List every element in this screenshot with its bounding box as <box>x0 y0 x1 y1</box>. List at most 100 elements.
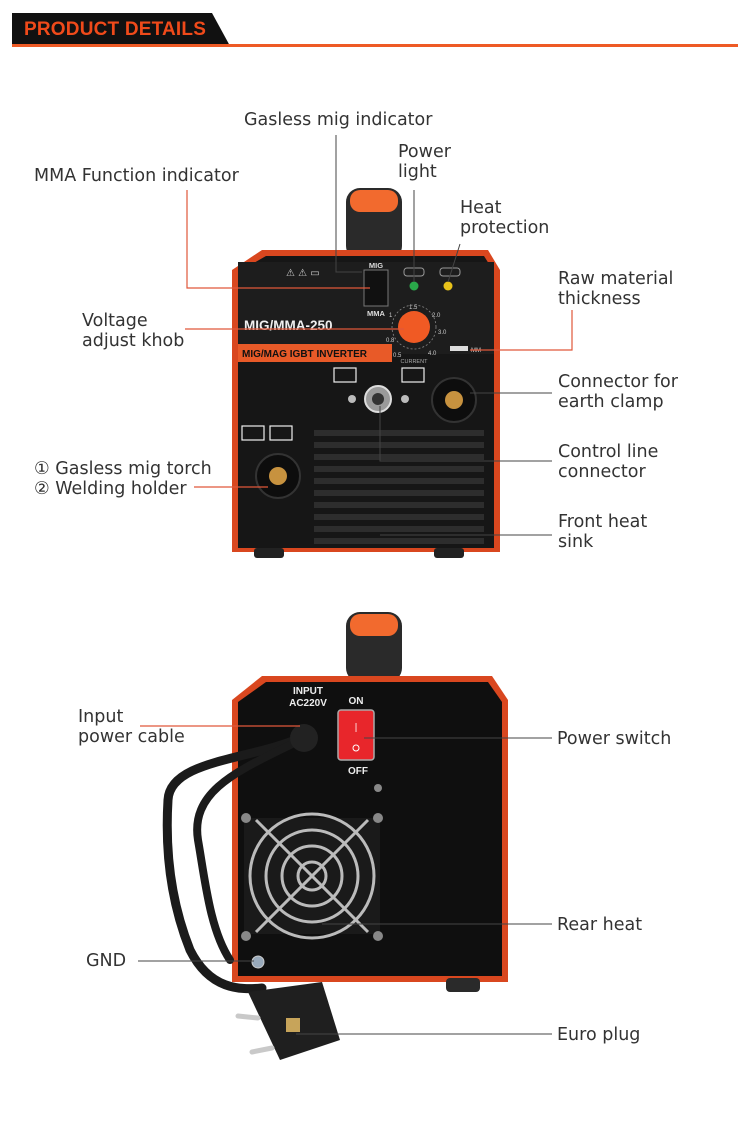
dial-tick-6: 4.0 <box>428 351 437 357</box>
plug-ground-contact <box>286 1018 300 1032</box>
leader-line <box>335 135 362 273</box>
cable-gland-icon <box>290 724 318 752</box>
voltage-knob-icon <box>398 311 430 343</box>
dial-tick-3: 1.5 <box>409 305 418 311</box>
switch-off-glyph <box>352 744 360 752</box>
label-control-line-line1: Control line <box>558 442 659 462</box>
label-torch-holder: ① Gasless mig torch ② Welding holder <box>34 459 212 499</box>
label-heat-protection-line1: Heat <box>460 198 502 218</box>
torch-terminal <box>269 467 287 485</box>
label-rear-heat: Rear heat <box>557 915 643 935</box>
label-voltage-adjust-line2: adjust khob <box>82 331 185 351</box>
dial-tick-4: 2.0 <box>432 313 441 319</box>
holder-mode-icon <box>269 425 293 441</box>
dial-tick-0: 0.5 <box>393 353 402 359</box>
rear-foot <box>446 978 480 992</box>
label-raw-material-thickness: Raw material thickness <box>558 269 673 309</box>
torch-mode-icon <box>241 425 265 441</box>
switch-on-glyph: | <box>354 723 357 733</box>
mma-mode-icon <box>401 367 425 383</box>
label-welding-holder: ② Welding holder <box>34 479 187 499</box>
front-heat-sink <box>314 430 484 544</box>
label-voltage-adjust-line1: Voltage <box>82 311 148 331</box>
dial-tick-2: 1 <box>389 313 393 319</box>
label-connector-earth-line1: Connector for <box>558 372 678 392</box>
screw-icon <box>373 813 383 823</box>
fan-grill-ring <box>264 828 360 924</box>
label-input-cable-line1: Input <box>78 707 124 727</box>
leader-line <box>379 406 552 462</box>
power-cable-loop <box>193 740 296 964</box>
label-heat-protection: Heat protection <box>460 198 549 238</box>
front-view: MIG MMA ⚠ ⚠ ▭ MIG/MMA-250 MIG/MAG IGBT I… <box>232 188 500 558</box>
switch-on-label: ON <box>349 696 364 707</box>
ac220v-panel-label: AC220V <box>289 698 327 709</box>
input-panel-label: INPUT <box>293 686 323 697</box>
control-line-socket <box>372 393 384 405</box>
leader-line <box>447 243 461 283</box>
power-led-icon <box>409 281 419 291</box>
leader-line <box>470 310 573 351</box>
current-label: CURRENT <box>401 359 429 365</box>
earth-clamp-terminal <box>445 391 463 409</box>
dial-tick-1: 0.8 <box>386 338 395 344</box>
fan-grill-icon <box>248 812 376 940</box>
label-power-switch: Power switch <box>557 729 672 749</box>
mm-sticker <box>450 346 468 351</box>
warning-icon: ⚠ ⚠ ▭ <box>286 268 320 279</box>
front-handle-cap <box>350 190 398 212</box>
screw-icon <box>374 784 382 792</box>
label-gnd: GND <box>86 951 127 971</box>
label-input-cable-line2: power cable <box>78 727 185 747</box>
label-front-heat-sink: Front heat sink <box>558 512 647 552</box>
screw-icon <box>348 395 356 403</box>
voltage-dial-scale <box>391 304 437 350</box>
plug-pin <box>249 1045 275 1055</box>
mm-label: MM <box>471 348 481 354</box>
screw-icon <box>241 931 251 941</box>
gnd-terminal-icon <box>251 955 265 969</box>
page-title: PRODUCT DETAILS <box>24 19 207 40</box>
plug-pin <box>235 1013 261 1021</box>
inverter-strip <box>238 344 392 362</box>
fan-grill-ring <box>280 844 344 908</box>
inverter-label: MIG/MAG IGBT INVERTER <box>242 349 368 360</box>
label-control-line-line2: connector <box>558 462 646 482</box>
label-gasless-mig-indicator: Gasless mig indicator <box>244 110 433 130</box>
label-connector-earth-clamp: Connector for earth clamp <box>558 372 678 412</box>
front-foot <box>254 548 284 558</box>
label-front-heat-line1: Front heat <box>558 512 648 532</box>
switch-off-label: OFF <box>348 766 368 777</box>
label-front-heat-line2: sink <box>558 532 594 552</box>
power-switch-icon <box>337 709 375 761</box>
screw-icon <box>373 931 383 941</box>
label-raw-material-line1: Raw material <box>558 269 674 289</box>
fan-grill-bar <box>254 818 370 934</box>
mma-panel-label: MMA <box>367 309 385 318</box>
label-control-line-connector: Control line connector <box>558 442 658 482</box>
model-label: MIG/MMA-250 <box>244 318 333 333</box>
dial-tick-5: 3.0 <box>438 330 447 336</box>
rear-view: INPUT AC220V ON | OFF <box>162 612 508 1060</box>
label-power-light: Power light <box>398 142 451 182</box>
header-tab <box>12 13 230 46</box>
leader-line <box>186 190 370 289</box>
label-power-light-line2: light <box>398 162 437 182</box>
label-raw-material-line2: thickness <box>558 289 641 309</box>
fan-grill-ring <box>296 860 328 892</box>
label-heat-protection-line2: protection <box>460 218 550 238</box>
header-divider <box>12 44 738 47</box>
power-cable <box>162 733 305 994</box>
label-power-light-line1: Power <box>398 142 451 162</box>
label-input-power-cable: Input power cable <box>78 707 185 747</box>
screw-icon <box>401 395 409 403</box>
rear-handle-cap <box>350 614 398 636</box>
mig-panel-label: MIG <box>369 261 383 270</box>
label-gasless-torch: ① Gasless mig torch <box>34 459 212 479</box>
label-connector-earth-line2: earth clamp <box>558 392 664 412</box>
label-euro-plug: Euro plug <box>557 1025 641 1045</box>
mig-mode-icon <box>333 367 357 383</box>
front-foot <box>434 548 464 558</box>
heat-led-icon <box>443 281 453 291</box>
